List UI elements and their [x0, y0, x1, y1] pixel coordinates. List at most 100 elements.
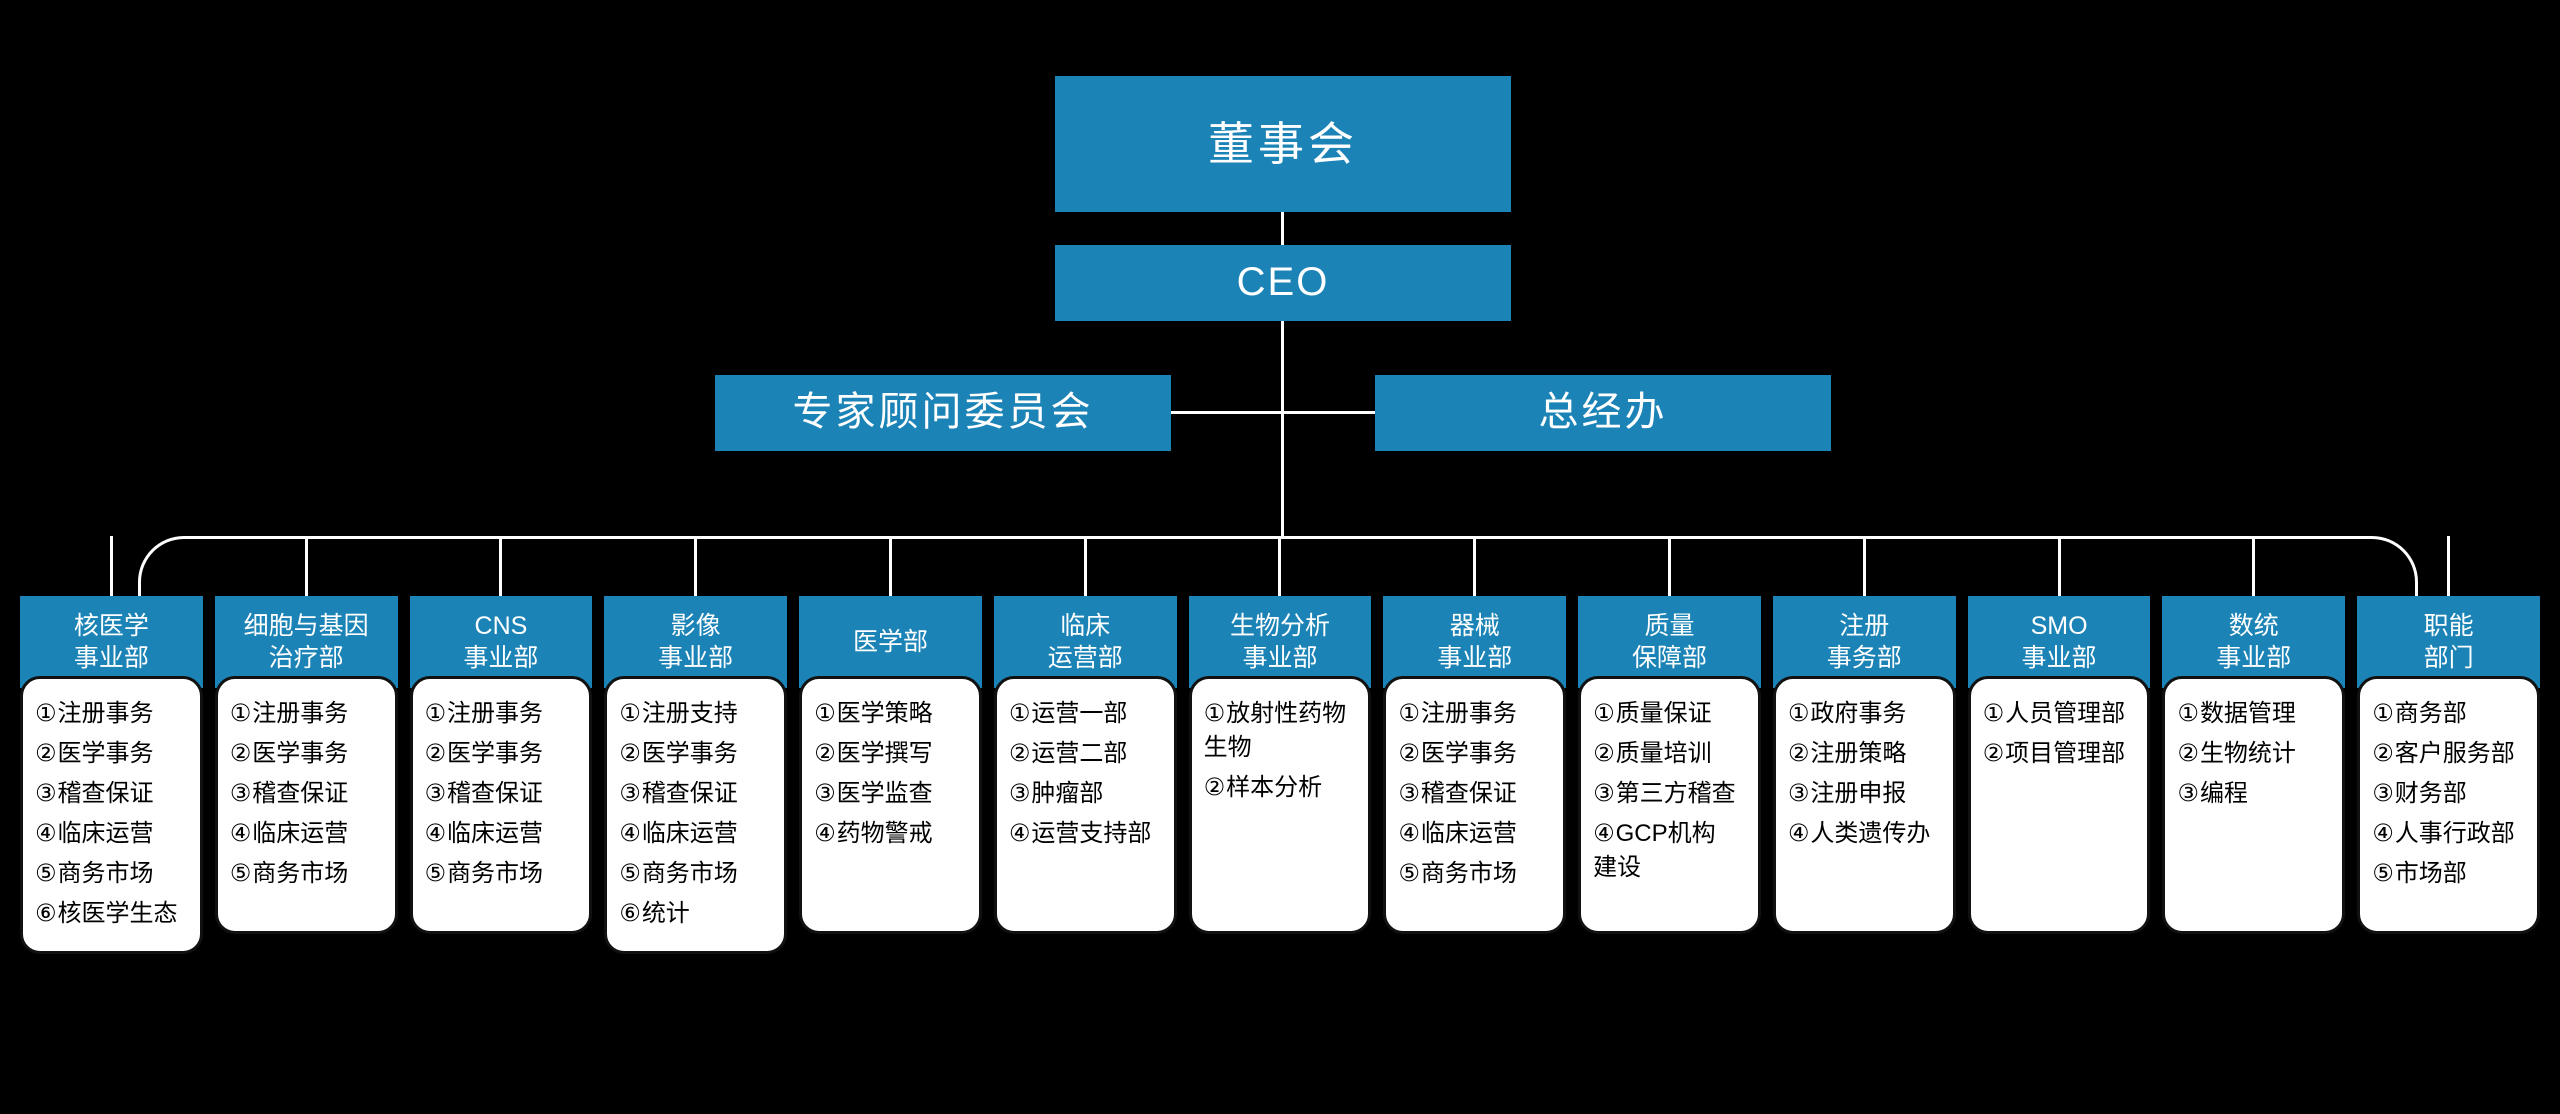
- list-item[interactable]: ①注册事务: [230, 697, 389, 731]
- list-item[interactable]: ③稽查保证: [425, 777, 584, 811]
- list-item-number: ②: [1398, 740, 1420, 768]
- department-card-smo: ①人员管理部 ②项目管理部: [1967, 676, 2151, 934]
- list-item-number: ①: [814, 700, 836, 727]
- list-item[interactable]: ②医学事务: [230, 737, 389, 771]
- department-header-functional[interactable]: 职能 部门: [2357, 596, 2540, 688]
- list-item-label: 注册策略: [1810, 740, 1907, 768]
- list-item[interactable]: ②运营二部: [1009, 737, 1168, 771]
- list-item[interactable]: ②质量培训: [1593, 737, 1752, 771]
- list-item[interactable]: ②医学事务: [425, 737, 584, 771]
- list-item[interactable]: ④临床运营: [230, 817, 389, 851]
- list-item-label: 注册事务: [1420, 700, 1517, 727]
- list-item[interactable]: ④临床运营: [35, 817, 194, 851]
- list-item-label: 运营一部: [1031, 700, 1128, 727]
- department-header-cell-gene-therapy[interactable]: 细胞与基因 治疗部: [214, 596, 398, 688]
- list-item[interactable]: ②样本分析: [1204, 771, 1363, 805]
- list-item[interactable]: ⑤商务市场: [1398, 857, 1557, 891]
- list-item-number: ⑤: [2372, 860, 2394, 888]
- list-item[interactable]: ③肿瘤部: [1009, 777, 1168, 811]
- department-header-medical-affairs[interactable]: 医学部: [799, 596, 982, 688]
- list-item[interactable]: ⑥核医学生态: [35, 897, 194, 931]
- list-item-number: ③: [1593, 780, 1615, 808]
- list-item[interactable]: ③稽查保证: [1398, 777, 1557, 811]
- list-item[interactable]: ④临床运营: [425, 817, 584, 851]
- list-item-label: 临床运营: [447, 820, 544, 848]
- list-item[interactable]: ①质量保证: [1593, 697, 1752, 731]
- department-header-smo[interactable]: SMO 事业部: [1967, 596, 2151, 688]
- list-item[interactable]: ③稽查保证: [230, 777, 389, 811]
- department-header-quality-assurance[interactable]: 质量 保障部: [1578, 596, 1761, 688]
- list-item[interactable]: ③财务部: [2372, 777, 2531, 811]
- list-item[interactable]: ②注册策略: [1788, 737, 1947, 771]
- department-header-nuclear-medicine[interactable]: 核医学 事业部: [20, 596, 203, 688]
- connector-drop-cns: [499, 536, 503, 596]
- list-item-label: 医学撰写: [836, 740, 933, 768]
- list-item-label: 稽查保证: [641, 780, 738, 808]
- department-column-quality-assurance: 质量 保障部 ①质量保证 ②质量培训 ③第三方稽查 ④GCP机构 建设: [1578, 536, 1761, 934]
- list-item[interactable]: ④人事行政部: [2372, 817, 2531, 851]
- list-item[interactable]: ③医学监查: [814, 777, 973, 811]
- list-item[interactable]: ①放射性药物 生物: [1204, 697, 1363, 765]
- list-item[interactable]: ③稽查保证: [619, 777, 778, 811]
- list-item[interactable]: ②医学事务: [35, 737, 194, 771]
- list-item-number: ⑥: [619, 900, 641, 928]
- department-item-list: ①运营一部 ②运营二部 ③肿瘤部 ④运营支持部: [1009, 697, 1168, 851]
- department-card-device: ①注册事务 ②医学事务 ③稽查保证 ④临床运营 ⑤商务市场: [1383, 676, 1567, 934]
- department-header-imaging[interactable]: 影像 事业部: [604, 596, 788, 688]
- list-item-label: GCP机构 建设: [1593, 820, 1716, 882]
- list-item[interactable]: ④临床运营: [619, 817, 778, 851]
- department-header-device[interactable]: 器械 事业部: [1383, 596, 1567, 688]
- department-column-functional: 职能 部门 ①商务部 ②客户服务部 ③财务部 ④人事行政部 ⑤市场部: [2357, 536, 2540, 934]
- list-item[interactable]: ⑤商务市场: [35, 857, 194, 891]
- list-item[interactable]: ②医学撰写: [814, 737, 973, 771]
- list-item[interactable]: ①医学策略: [814, 697, 973, 731]
- list-item[interactable]: ③稽查保证: [35, 777, 194, 811]
- list-item[interactable]: ⑤商务市场: [230, 857, 389, 891]
- connector-advisory-committee: [1171, 411, 1281, 414]
- list-item-number: ④: [35, 820, 57, 848]
- list-item[interactable]: ②生物统计: [2177, 737, 2336, 771]
- department-header-regulatory-affairs[interactable]: 注册 事务部: [1772, 596, 1956, 688]
- list-item[interactable]: ①注册事务: [35, 697, 194, 731]
- list-item[interactable]: ⑤商务市场: [619, 857, 778, 891]
- list-item[interactable]: ④运营支持部: [1009, 817, 1168, 851]
- list-item[interactable]: ④人类遗传办: [1788, 817, 1947, 851]
- department-header-clinical-operations[interactable]: 临床 运营部: [993, 596, 1177, 688]
- list-item-label: 统计: [641, 900, 690, 928]
- list-item[interactable]: ①人员管理部: [1983, 697, 2142, 731]
- list-item[interactable]: ③注册申报: [1788, 777, 1947, 811]
- department-card-bioanalysis: ①放射性药物 生物 ②样本分析: [1188, 676, 1372, 934]
- list-item[interactable]: ②医学事务: [1398, 737, 1557, 771]
- list-item[interactable]: ③第三方稽查: [1593, 777, 1752, 811]
- list-item-number: ③: [1008, 780, 1031, 808]
- list-item[interactable]: ④GCP机构 建设: [1593, 817, 1752, 885]
- node-ceo: CEO: [1055, 245, 1511, 321]
- list-item-number: ①: [2177, 700, 2199, 727]
- list-item[interactable]: ⑤市场部: [2372, 857, 2531, 891]
- list-item-label: 商务市场: [641, 860, 738, 888]
- list-item[interactable]: ①政府事务: [1788, 697, 1947, 731]
- list-item-number: ①: [1593, 700, 1615, 727]
- list-item-number: ②: [1787, 740, 1810, 768]
- list-item[interactable]: ②医学事务: [619, 737, 778, 771]
- department-item-list: ①商务部 ②客户服务部 ③财务部 ④人事行政部 ⑤市场部: [2372, 697, 2531, 891]
- list-item[interactable]: ④药物警戒: [814, 817, 973, 851]
- list-item[interactable]: ①注册事务: [1398, 697, 1557, 731]
- department-item-list: ①放射性药物 生物 ②样本分析: [1204, 697, 1363, 805]
- list-item[interactable]: ③编程: [2177, 777, 2336, 811]
- list-item[interactable]: ①运营一部: [1009, 697, 1168, 731]
- list-item-label: 商务市场: [252, 860, 349, 888]
- list-item[interactable]: ②客户服务部: [2372, 737, 2531, 771]
- list-item[interactable]: ④临床运营: [1398, 817, 1557, 851]
- list-item[interactable]: ①数据管理: [2177, 697, 2336, 731]
- department-header-cns[interactable]: CNS 事业部: [409, 596, 593, 688]
- department-header-biostatistics[interactable]: 数统 事业部: [2162, 596, 2346, 688]
- list-item[interactable]: ①商务部: [2372, 697, 2531, 731]
- list-item[interactable]: ⑤商务市场: [425, 857, 584, 891]
- list-item[interactable]: ①注册支持: [619, 697, 778, 731]
- list-item[interactable]: ①注册事务: [425, 697, 584, 731]
- list-item[interactable]: ⑥统计: [619, 897, 778, 931]
- list-item[interactable]: ②项目管理部: [1983, 737, 2142, 771]
- connector-drop-functional: [2447, 536, 2451, 596]
- department-header-bioanalysis[interactable]: 生物分析 事业部: [1188, 596, 1372, 688]
